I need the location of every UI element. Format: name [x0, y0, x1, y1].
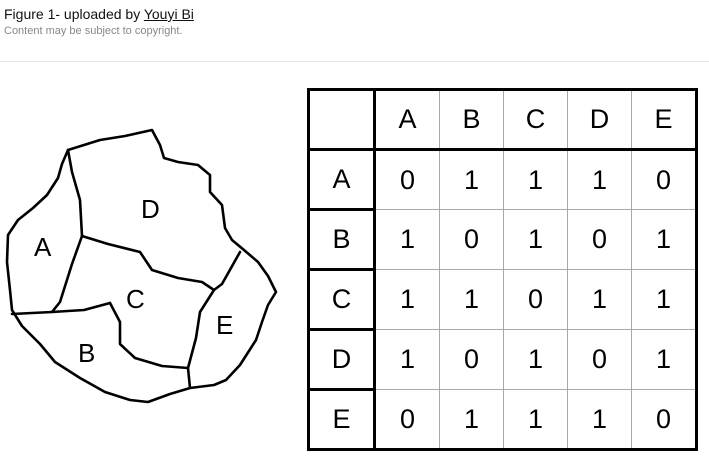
region-label-c: C [126, 284, 145, 314]
matrix-row: B 1 0 1 0 1 [307, 208, 697, 271]
row-header-cell: A [307, 148, 376, 211]
matrix-row: D 1 0 1 0 1 [307, 328, 697, 391]
matrix-cell: 1 [439, 389, 504, 450]
matrix-header-row: A B C D E [307, 88, 697, 151]
matrix-cell: 0 [439, 209, 504, 270]
matrix-row: E 0 1 1 1 0 [307, 388, 697, 451]
boundary-c-e [186, 288, 216, 390]
author-link[interactable]: Youyi Bi [143, 6, 194, 22]
row-header-cell: C [307, 268, 376, 331]
matrix-row: C 1 1 0 1 1 [307, 268, 697, 331]
region-label-a: A [34, 232, 52, 262]
figure-title-prefix: Figure 1- uploaded by [4, 6, 144, 22]
matrix-cell: 1 [567, 389, 632, 450]
matrix-cell: 1 [631, 209, 697, 270]
column-header-cell: E [631, 89, 697, 151]
matrix-cell: 1 [631, 269, 697, 330]
matrix-row: A 0 1 1 1 0 [307, 148, 697, 211]
matrix-cell: 1 [503, 209, 568, 270]
column-header-cell: A [374, 89, 440, 151]
column-header-cell: B [439, 89, 504, 151]
matrix-cell: 1 [374, 269, 440, 330]
region-label-b: B [78, 338, 95, 368]
column-header-cell: D [567, 89, 632, 151]
matrix-cell: 0 [631, 149, 697, 210]
boundary-a-d [66, 148, 84, 238]
figure-header: Figure 1- uploaded by Youyi Bi Content m… [4, 6, 194, 38]
adjacency-matrix: A B C D E A 0 1 1 1 0 B 1 0 1 0 1 C 1 1 … [307, 88, 698, 451]
region-label-d: D [141, 194, 160, 224]
matrix-cell: 0 [567, 209, 632, 270]
copyright-note: Content may be subject to copyright. [4, 25, 183, 37]
header-divider [0, 61, 709, 62]
matrix-cell: 1 [503, 329, 568, 390]
matrix-cell: 1 [503, 149, 568, 210]
matrix-cell: 1 [567, 149, 632, 210]
figure-title: Figure 1- uploaded by Youyi Bi [4, 6, 194, 23]
matrix-corner-cell [307, 88, 376, 151]
matrix-cell: 1 [439, 149, 504, 210]
matrix-cell: 1 [503, 389, 568, 450]
matrix-cell: 1 [631, 329, 697, 390]
matrix-cell: 1 [374, 329, 440, 390]
boundary-b-c [108, 301, 190, 370]
matrix-cell: 0 [439, 329, 504, 390]
matrix-cell: 1 [374, 209, 440, 270]
row-header-cell: B [307, 208, 376, 271]
row-header-cell: E [307, 388, 376, 451]
matrix-cell: 0 [374, 389, 440, 450]
matrix-cell: 0 [374, 149, 440, 210]
region-map: A B C D E [5, 128, 278, 404]
matrix-cell: 0 [567, 329, 632, 390]
map-outer-boundary [5, 128, 278, 404]
matrix-cell: 1 [439, 269, 504, 330]
column-header-cell: C [503, 89, 568, 151]
matrix-cell: 0 [631, 389, 697, 450]
boundary-a-b [10, 301, 112, 316]
row-header-cell: D [307, 328, 376, 391]
boundary-c-d [80, 234, 242, 292]
boundary-a-bc [50, 234, 84, 314]
matrix-cell: 1 [567, 269, 632, 330]
region-label-e: E [216, 310, 233, 340]
matrix-cell: 0 [503, 269, 568, 330]
